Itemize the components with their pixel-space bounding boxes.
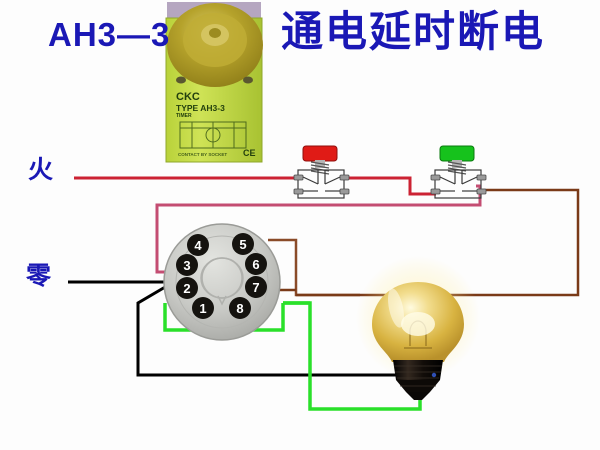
pin-label-7: 7 [252, 280, 259, 295]
pin-label-5: 5 [239, 237, 246, 252]
socket-pin: 6 [245, 253, 267, 275]
relay-ce-mark: CE [243, 148, 256, 158]
neutral-wire-label: 零 [26, 261, 52, 290]
pin-label-8: 8 [236, 301, 243, 316]
socket-pin: 5 [232, 233, 254, 255]
relay-sub-text: TIMER [176, 113, 192, 119]
relay-origin-text: CONTACT BY SOCKET [178, 152, 227, 157]
live-wire-label: 火 [28, 155, 54, 184]
relay-timer-unit: CKC TYPE AH3-3 TIMER CONTACT BY SOCKET C… [165, 2, 263, 163]
socket-pin: 3 [176, 254, 198, 276]
pink-coil-wire [155, 184, 482, 274]
stop-to-start-red-wire [346, 176, 436, 196]
pin-label-3: 3 [183, 258, 190, 273]
page-title: 通电延时断电 [281, 7, 546, 56]
pin-label-2: 2 [183, 281, 190, 296]
socket-pin: 2 [176, 277, 198, 299]
socket-pin: 7 [245, 276, 267, 298]
relay-type-text: TYPE AH3-3 [176, 103, 225, 113]
start-button[interactable] [430, 145, 487, 199]
pin-label-4: 4 [194, 238, 202, 253]
stop-button[interactable] [293, 145, 350, 199]
incandescent-lamp [356, 256, 480, 400]
socket-pin: 1 [192, 297, 214, 319]
socket-pin: 8 [229, 297, 251, 319]
socket-pin: 4 [187, 234, 209, 256]
brown-pin5-wire [268, 238, 360, 297]
pin-label-6: 6 [252, 257, 259, 272]
model-label: AH3—3 [48, 16, 171, 53]
relay-socket: 4 5 3 6 2 7 1 [163, 223, 281, 341]
relay-brand-text: CKC [176, 91, 200, 103]
pin-label-1: 1 [199, 301, 206, 316]
